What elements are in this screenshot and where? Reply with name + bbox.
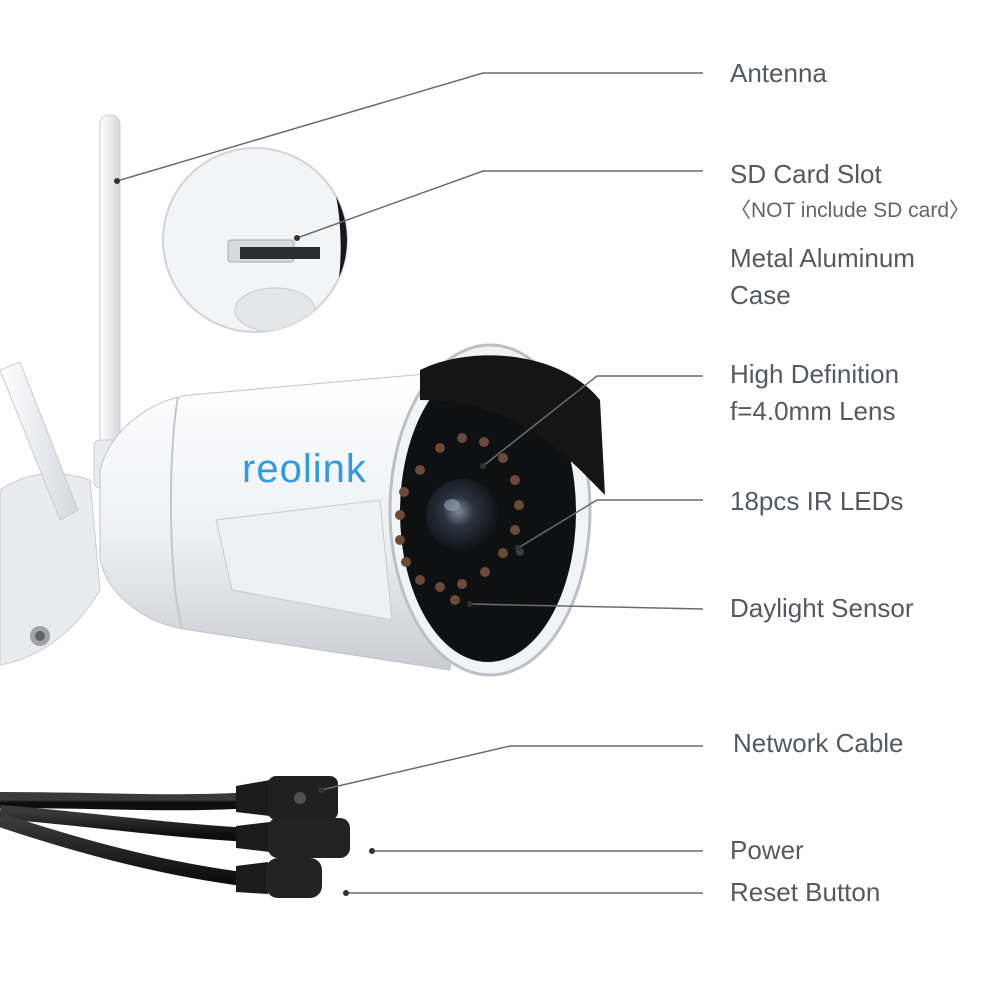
leader-dots: [114, 178, 521, 896]
leader-ir-leds: [517, 499, 703, 549]
callout-network-cable: Network Cable: [733, 728, 904, 758]
leader-lens: [482, 375, 703, 467]
callout-power: Power: [730, 835, 804, 865]
power-connector: [236, 818, 350, 858]
leader-antenna: [116, 72, 703, 182]
leader-network-cable: [320, 745, 703, 791]
lens-assembly: [388, 343, 605, 677]
leader-sd-slot: [296, 170, 703, 239]
callout-sd-card-note: 〈NOT include SD card〉: [730, 199, 971, 222]
lens: [426, 479, 498, 551]
callout-case-line2: Case: [730, 280, 791, 310]
sd-card-inset: [162, 147, 348, 333]
callout-lens-line1: High Definition: [730, 359, 900, 389]
callout-antenna: Antenna: [730, 58, 827, 88]
callout-sd-card-slot: SD Card Slot: [730, 159, 882, 189]
callout-ir-leds: 18pcs IR LEDs: [730, 486, 904, 516]
camera-body: reolink: [99, 369, 471, 671]
mount-bracket: [0, 472, 101, 666]
network-cable-wire: [0, 792, 251, 811]
callout-lens-line2: f=4.0mm Lens: [730, 396, 896, 426]
ir-led-ring: [395, 433, 524, 605]
network-connector: [236, 776, 338, 820]
callout-reset-button: Reset Button: [730, 877, 881, 907]
callout-daylight-sensor: Daylight Sensor: [730, 593, 914, 623]
cables: [0, 776, 350, 898]
secondary-antenna: [0, 361, 79, 521]
sun-visor: [420, 355, 605, 495]
leader-lines: [116, 72, 704, 894]
leader-daylight-sensor: [469, 603, 704, 610]
reset-button-connector: [236, 858, 322, 898]
brand-logo: reolink: [242, 447, 367, 491]
callout-case-line1: Metal Aluminum: [730, 243, 915, 273]
